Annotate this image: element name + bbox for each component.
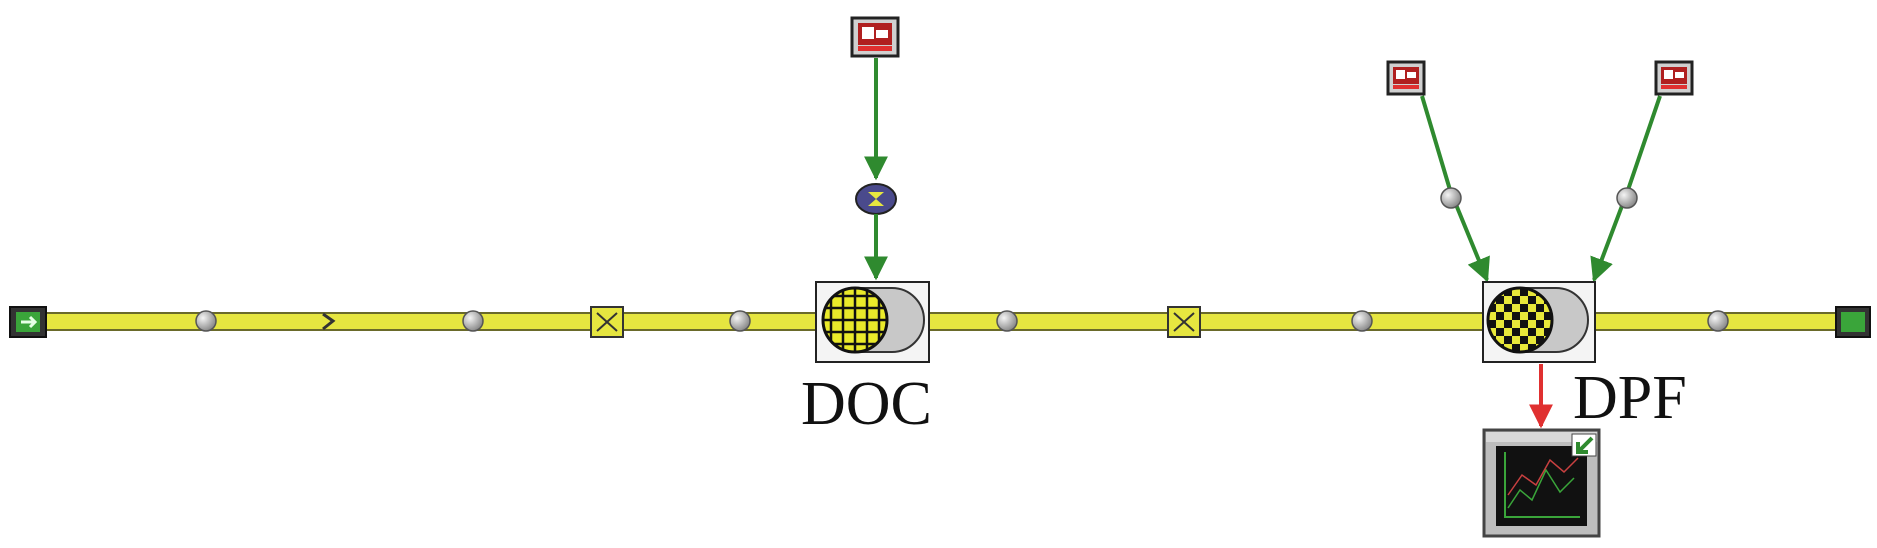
outlet-boundary-icon[interactable] [1835,306,1871,338]
doc-injector-icon[interactable] [850,16,900,58]
pipe-node-5[interactable] [1351,310,1373,332]
doc-catalyst[interactable] [815,281,930,363]
signal-node-left[interactable] [1440,187,1462,209]
pipe-node-6[interactable] [1707,310,1729,332]
signal-node-right[interactable] [1616,187,1638,209]
flow-direction-icon [322,312,336,331]
inlet-boundary-icon[interactable] [9,306,47,338]
dpf-source-left-icon[interactable] [1386,60,1426,96]
dpf-filter[interactable] [1482,281,1596,363]
catalyst-grid-icon [821,286,889,354]
pipe-node-1[interactable] [195,310,217,332]
plot-monitor-icon[interactable] [1482,428,1601,538]
doc-label: DOC [801,370,932,438]
catalyst-checker-icon [1486,286,1554,354]
dpf-source-right-icon[interactable] [1654,60,1694,96]
pipe-section-icon-1[interactable] [590,306,624,338]
pipe-node-3[interactable] [729,310,751,332]
dpf-label: DPF [1573,364,1687,432]
pipe-node-4[interactable] [996,310,1018,332]
pipe-section-icon-2[interactable] [1167,306,1201,338]
orifice-icon[interactable] [855,183,897,215]
pipe-node-2[interactable] [462,310,484,332]
